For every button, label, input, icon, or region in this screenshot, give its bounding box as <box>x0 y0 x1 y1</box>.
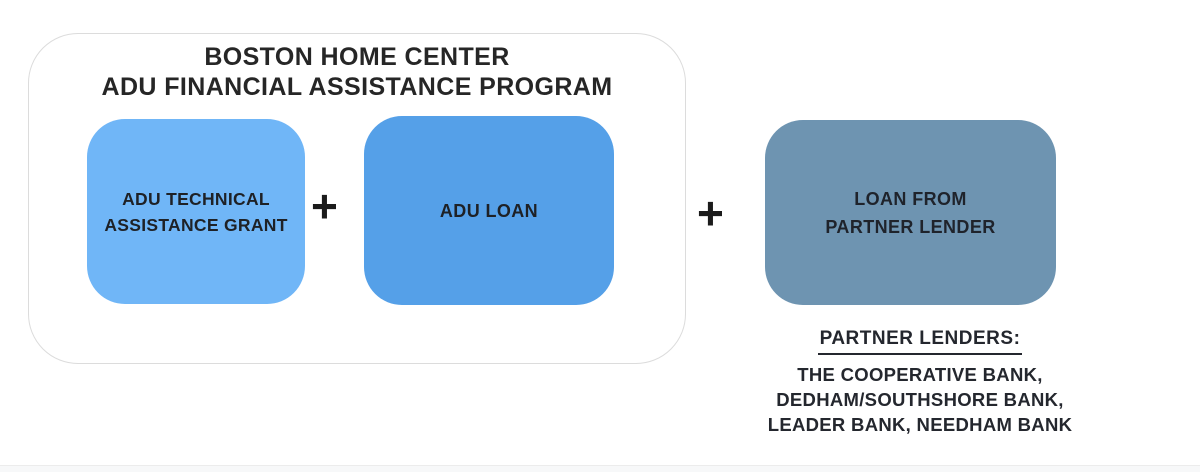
partner-lender-loan-box: LOAN FROM PARTNER LENDER <box>765 120 1056 305</box>
partner-lenders-line2: DEDHAM/SOUTHSHORE BANK, <box>776 389 1064 410</box>
plus-sign-inner: + <box>311 180 338 232</box>
program-title: BOSTON HOME CENTER ADU FINANCIAL ASSISTA… <box>28 42 686 102</box>
partner-lenders-line1: THE COOPERATIVE BANK, <box>797 364 1043 385</box>
loan-box-label: ADU LOAN <box>439 200 539 221</box>
program-title-line2: ADU FINANCIAL ASSISTANCE PROGRAM <box>101 73 613 101</box>
grant-box-label-line2: ASSISTANCE GRANT <box>104 214 288 235</box>
program-title-line1: BOSTON HOME CENTER <box>204 43 510 71</box>
plus-sign-outer: + <box>697 187 724 239</box>
adu-loan-box: ADU LOAN <box>364 116 614 305</box>
partner-lenders-section: PARTNER LENDERS: THE COOPERATIVE BANK, D… <box>748 328 1092 437</box>
partner-box-label-line1: LOAN FROM <box>854 188 967 209</box>
partner-lenders-line3: LEADER BANK, NEEDHAM BANK <box>767 414 1073 435</box>
partner-lenders-heading: PARTNER LENDERS: <box>817 328 1023 355</box>
grant-box-label-line1: ADU TECHNICAL <box>122 188 270 209</box>
bottom-edge-strip <box>0 465 1200 472</box>
partner-box-label-line2: PARTNER LENDER <box>825 216 996 237</box>
adu-technical-assistance-grant-box: ADU TECHNICAL ASSISTANCE GRANT <box>87 119 305 304</box>
partner-lenders-list: THE COOPERATIVE BANK, DEDHAM/SOUTHSHORE … <box>748 362 1092 437</box>
